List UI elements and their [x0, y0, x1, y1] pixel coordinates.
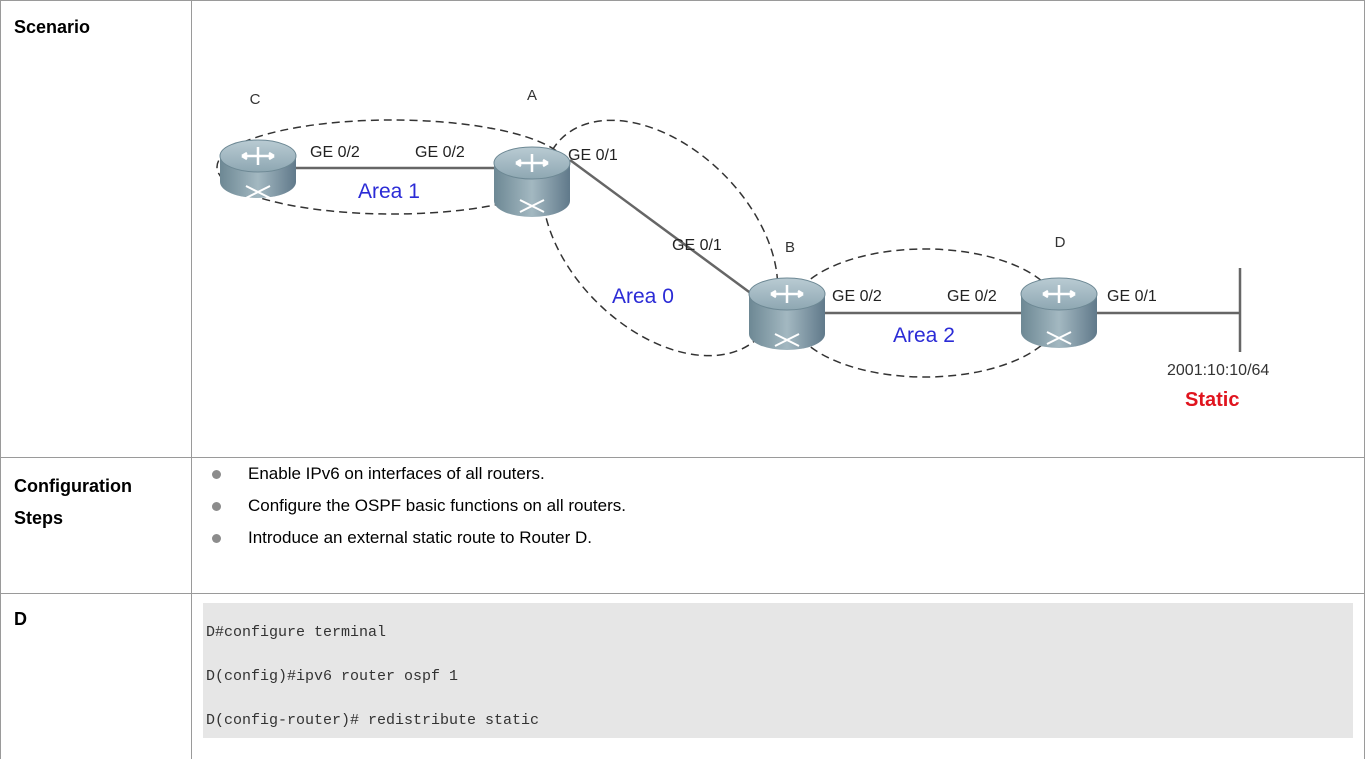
code-line-3: D(config-router)# redistribute static: [206, 712, 540, 729]
step-text-3: Introduce an external static route to Ro…: [248, 528, 592, 547]
configuration-label: Configuration: [14, 476, 132, 496]
router-b-icon: [748, 277, 826, 350]
scenario-label: Scenario: [14, 17, 91, 37]
device-d-label: D: [14, 609, 27, 629]
code-line-2: D(config)#ipv6 router ospf 1: [206, 668, 459, 685]
link-a-b: [569, 158, 761, 302]
area-0-label: Area 0: [612, 285, 674, 308]
bullet-icon: [212, 501, 221, 511]
table-top-border: [0, 0, 1365, 1]
port-a-ge01: GE 0/1: [568, 147, 618, 164]
router-d-icon: [1020, 277, 1098, 348]
step-text-1: Enable IPv6 on interfaces of all routers…: [248, 464, 545, 483]
bullet-icon: [212, 469, 221, 479]
table-column-divider: [191, 0, 192, 759]
table-left-border: [0, 0, 1, 759]
port-d-ge01: GE 0/1: [1107, 288, 1157, 305]
steps-label: Steps: [14, 508, 64, 528]
area-0-ellipse: [541, 119, 779, 357]
step-item-3: Introduce an external static route to Ro…: [212, 523, 592, 553]
network-topology-diagram: C A B D GE 0/2 GE 0/2 GE 0/1 GE 0/1 GE 0…: [216, 87, 1269, 411]
port-b-ge01: GE 0/1: [672, 237, 722, 254]
router-a-icon: [493, 146, 571, 217]
port-a-ge02: GE 0/2: [415, 144, 465, 161]
table-row-divider-1: [0, 457, 1365, 458]
code-line-1: D#configure terminal: [206, 624, 387, 641]
static-route-label: Static: [1185, 389, 1239, 411]
table-row-divider-2: [0, 593, 1365, 594]
step-item-2: Configure the OSPF basic functions on al…: [212, 491, 626, 521]
bullet-icon: [212, 533, 221, 543]
router-a-name: A: [527, 87, 537, 104]
area-2-label: Area 2: [893, 324, 955, 347]
port-c-ge02: GE 0/2: [310, 144, 360, 161]
router-b-name: B: [785, 239, 795, 256]
router-c-icon: [219, 139, 297, 199]
step-item-1: Enable IPv6 on interfaces of all routers…: [212, 459, 545, 489]
router-d-name: D: [1055, 234, 1066, 251]
step-text-2: Configure the OSPF basic functions on al…: [248, 496, 626, 515]
port-b-ge02: GE 0/2: [832, 288, 882, 305]
network-address: 2001:10:10/64: [1167, 362, 1269, 379]
port-d-ge02: GE 0/2: [947, 288, 997, 305]
router-c-name: C: [250, 91, 261, 108]
area-1-label: Area 1: [358, 180, 420, 203]
code-block: [203, 603, 1353, 738]
